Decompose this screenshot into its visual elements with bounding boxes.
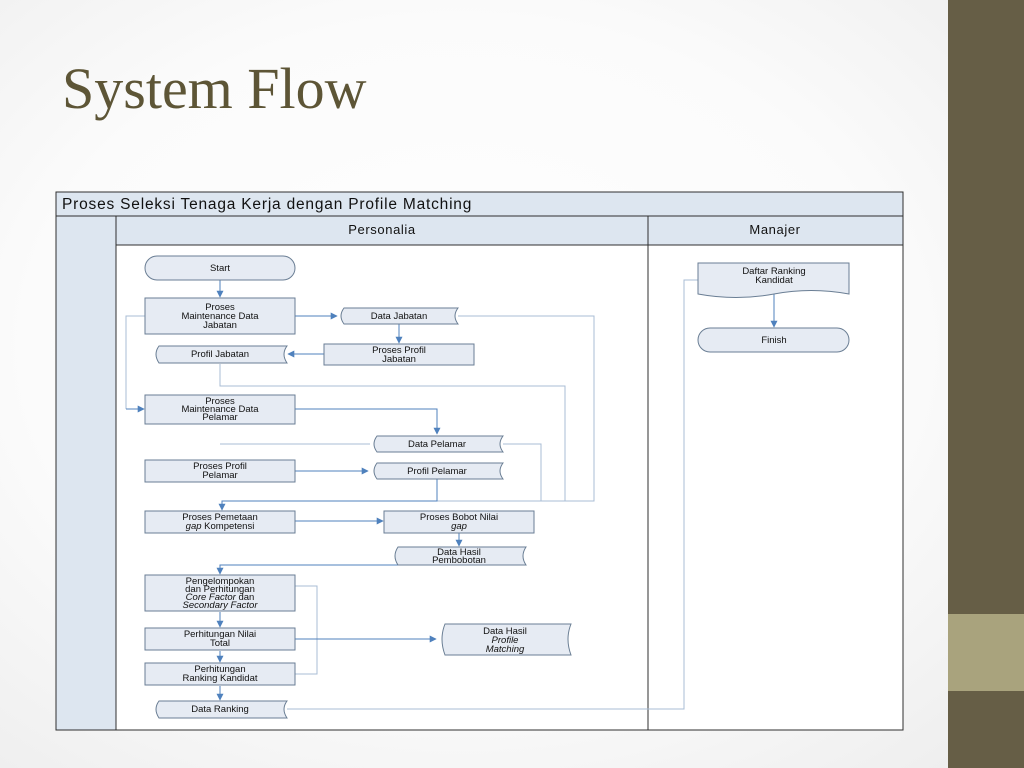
svg-text:Pelamar: Pelamar [202,412,237,423]
svg-text:Profile: Profile [492,635,519,646]
svg-text:Proses Pemetaan: Proses Pemetaan [182,512,258,523]
data-ranking-store: Data Ranking [155,700,288,719]
svg-text:Ranking Kandidat: Ranking Kandidat [183,673,258,684]
svg-text:Profil Pelamar: Profil Pelamar [407,466,467,477]
process-maintenance-data-pelamar: Proses Maintenance Data Pelamar [144,394,296,425]
svg-text:Data Pelamar: Data Pelamar [408,439,466,450]
svg-text:Daftar Ranking: Daftar Ranking [742,266,805,277]
side-accent-block [948,614,1024,691]
svg-text:Data Hasil: Data Hasil [437,547,481,558]
process-pengelompokan-core-secondary-factor: Pengelompokan dan Perhitungan Core Facto… [144,574,296,612]
svg-text:Proses Profil: Proses Profil [372,345,426,356]
svg-text:Jabatan: Jabatan [382,354,416,365]
data-jabatan-store: Data Jabatan [340,307,459,325]
svg-text:gap: gap [451,521,467,532]
lane-header-personalia: Personalia [348,222,416,237]
profil-jabatan-store: Profil Jabatan [155,345,288,364]
process-maintenance-data-jabatan: Proses Maintenance Data Jabatan [144,297,296,335]
daftar-ranking-kandidat-document: Daftar Ranking Kandidat [697,262,850,298]
svg-text:Pengelompokan: Pengelompokan [186,576,255,587]
svg-text:Perhitungan: Perhitungan [194,664,245,675]
diagram-title: Proses Seleksi Tenaga Kerja dengan Profi… [62,196,472,213]
svg-text:Proses: Proses [205,396,235,407]
svg-text:Data Ranking: Data Ranking [191,704,249,715]
svg-text:dan Perhitungan: dan Perhitungan [185,584,255,595]
lane-header-manajer: Manajer [749,222,800,237]
svg-text:Perhitungan Nilai: Perhitungan Nilai [184,629,256,640]
process-perhitungan-nilai-total: Perhitungan Nilai Total [144,627,296,651]
svg-text:Proses: Proses [205,302,235,313]
svg-text:Finish: Finish [761,335,786,346]
process-profil-pelamar: Proses Profil Pelamar [144,459,296,483]
svg-text:Jabatan: Jabatan [203,320,237,331]
start-node: Start [144,255,296,281]
svg-text:Proses Bobot Nilai: Proses Bobot Nilai [420,512,498,523]
data-hasil-pembobotan-store: Data Hasil Pembobotan [394,546,527,566]
finish-node: Finish [697,327,850,353]
svg-text:gap Kompetensi: gap Kompetensi [186,521,255,532]
svg-text:Total: Total [210,638,230,649]
svg-text:Kandidat: Kandidat [755,275,793,286]
process-perhitungan-ranking-kandidat: Perhitungan Ranking Kandidat [144,662,296,686]
data-hasil-profile-matching-store: Data Hasil Profile Matching [441,623,572,656]
svg-text:Secondary Factor: Secondary Factor [183,600,259,611]
flow-arrows [126,280,778,701]
data-pelamar-store: Data Pelamar [373,435,504,453]
svg-text:Start: Start [210,263,230,274]
process-pemetaan-gap-kompetensi: Proses Pemetaan gap Kompetensi [144,510,296,534]
slide-title: System Flow [62,56,367,121]
process-profil-jabatan: Proses Profil Jabatan [323,343,475,366]
svg-text:Pembobotan: Pembobotan [432,555,486,566]
svg-text:Data Jabatan: Data Jabatan [371,311,428,322]
svg-text:Data Hasil: Data Hasil [483,626,527,637]
profil-pelamar-store: Profil Pelamar [373,462,504,480]
process-bobot-nilai-gap: Proses Bobot Nilai gap [383,510,535,534]
svg-text:Core Factor dan: Core Factor dan [186,592,255,603]
svg-text:Pelamar: Pelamar [202,470,237,481]
svg-text:Proses Profil: Proses Profil [193,461,247,472]
svg-text:Matching: Matching [486,644,525,655]
svg-text:Profil Jabatan: Profil Jabatan [191,349,249,360]
svg-text:Maintenance Data: Maintenance Data [181,311,259,322]
svg-text:Maintenance Data: Maintenance Data [181,404,259,415]
